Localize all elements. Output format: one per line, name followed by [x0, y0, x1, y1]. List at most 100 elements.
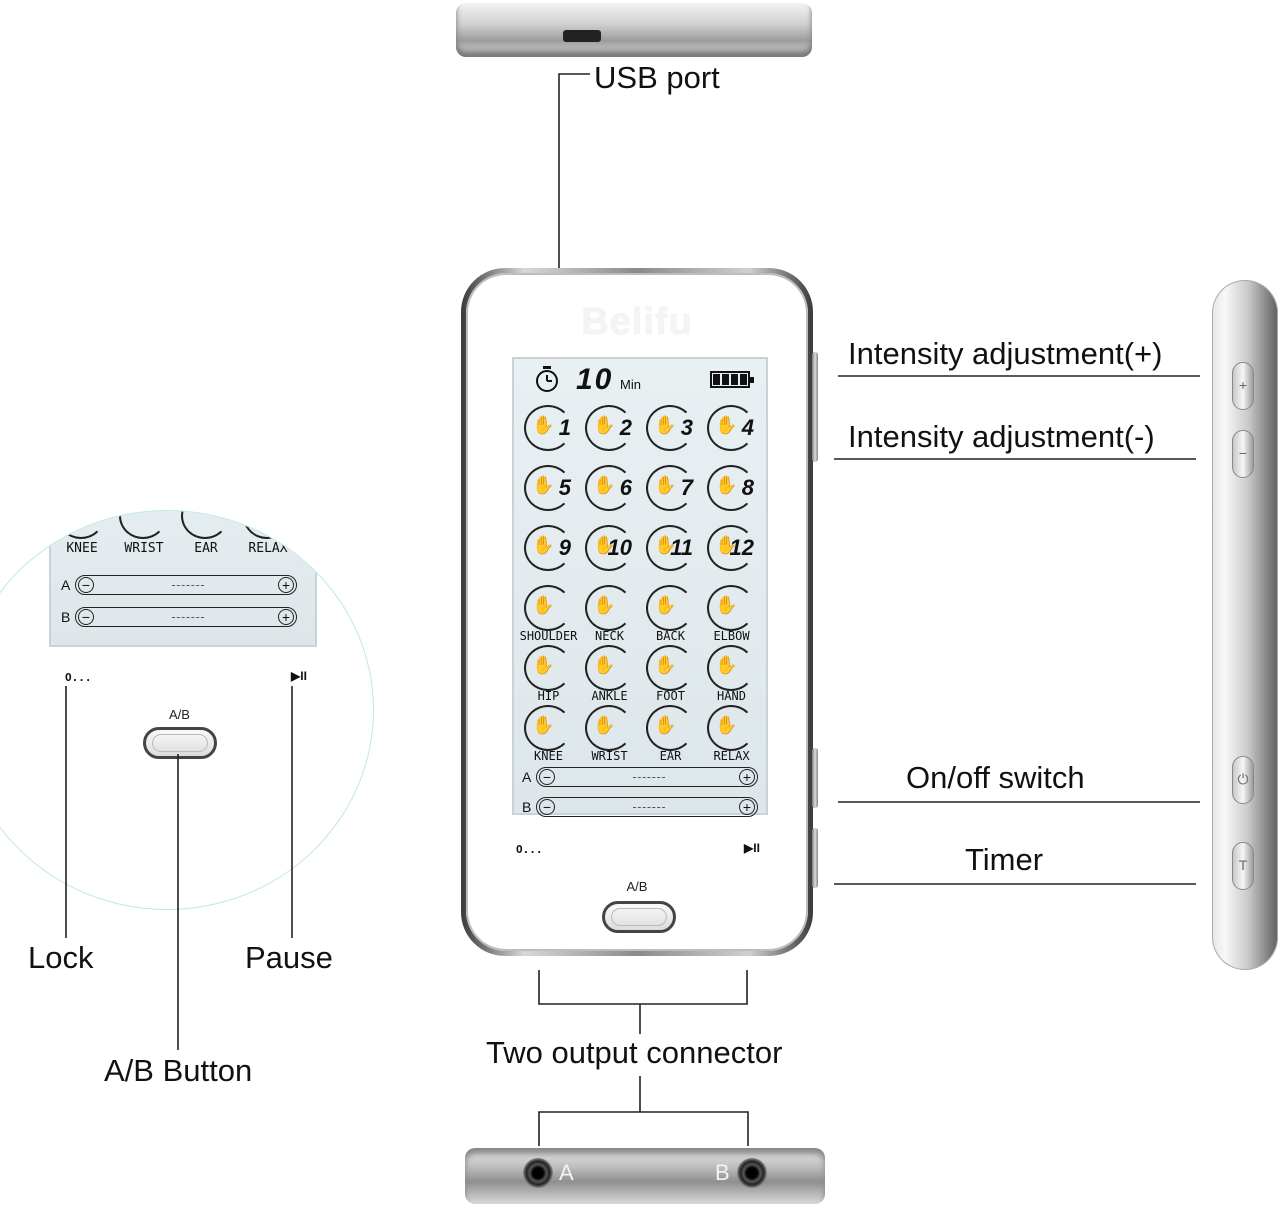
body-figure-icon: ✋ [593, 535, 616, 555]
program-button[interactable]: ✋2 [579, 403, 640, 463]
program-ring [585, 405, 633, 451]
callout-on-off: On/off switch [906, 760, 1085, 795]
program-number: 10 [607, 535, 632, 560]
zoom-channel-b[interactable]: B − + [61, 607, 301, 629]
zoom-lock-icon: O... [65, 671, 92, 684]
program-ring [646, 405, 694, 451]
side-minus-button[interactable]: − [1232, 430, 1254, 478]
ab-label: A/B [626, 879, 648, 894]
play-pause-icon[interactable]: ▶II [744, 841, 760, 855]
device-bottom-view: A B [465, 1148, 825, 1204]
program-number: 4 [741, 415, 754, 440]
zoom-ab-button[interactable] [143, 727, 217, 759]
program-button[interactable]: ✋10 [579, 523, 640, 583]
program-ring [707, 465, 755, 511]
channel-b-plus[interactable]: + [739, 799, 755, 815]
program-ring [646, 525, 694, 571]
program-button[interactable]: ✋4 [701, 403, 762, 463]
body-figure-icon: ✋ [532, 715, 555, 735]
zoom-program-relax[interactable]: RELAX [237, 511, 299, 556]
program-button[interactable]: ✋8 [701, 463, 762, 523]
side-power-button[interactable]: ⏻ [1232, 756, 1254, 804]
program-ring [585, 585, 633, 631]
callout-intensity-minus: Intensity adjustment(-) [848, 419, 1155, 454]
body-figure-icon: ✋ [654, 535, 677, 555]
program-number: 5 [558, 475, 571, 500]
channel-b-minus[interactable]: − [539, 799, 555, 815]
power-side-button[interactable] [812, 748, 818, 808]
program-ring [585, 705, 633, 751]
zoom-screen: KNEE WRIST EAR RELAX A − [49, 511, 317, 647]
intensity-side-button[interactable] [812, 352, 818, 462]
program-button[interactable]: ✋3 [640, 403, 701, 463]
program-ring [585, 525, 633, 571]
callout-intensity-plus: Intensity adjustment(+) [848, 336, 1163, 371]
body-figure-icon: ✋ [715, 475, 738, 495]
callout-pause: Pause [245, 940, 333, 975]
program-button[interactable]: ✋7 [640, 463, 701, 523]
program-button[interactable]: ✋9 [518, 523, 579, 583]
program-button[interactable]: ✋HIP [518, 643, 579, 703]
program-ring [646, 705, 694, 751]
program-ring [707, 405, 755, 451]
stopwatch-icon [536, 366, 558, 392]
program-ring [646, 465, 694, 511]
program-button[interactable]: ✋KNEE [518, 703, 579, 763]
program-label: HIP [537, 689, 560, 703]
side-plus-button[interactable]: + [1232, 362, 1254, 410]
device-side-view: + − ⏻ T [1212, 280, 1278, 970]
body-figure-icon: ✋ [532, 535, 555, 555]
channel-a-plus[interactable]: + [739, 769, 755, 785]
lcd-screen: 10 Min ✋1✋2✋3✋4✋5✋6✋7✋8✋9✋10✋11✋12✋SHOUL… [512, 357, 768, 817]
body-figure-icon: ✋ [715, 655, 738, 675]
program-button[interactable]: ✋SHOULDER [518, 583, 579, 643]
zoom-content: KNEE WRIST EAR RELAX A − [5, 511, 323, 801]
program-label: ELBOW [713, 629, 750, 643]
zoom-program-knee[interactable]: KNEE [51, 511, 113, 556]
body-figure-icon: ✋ [654, 595, 677, 615]
program-grid: ✋1✋2✋3✋4✋5✋6✋7✋8✋9✋10✋11✋12✋SHOULDER✋NEC… [518, 403, 762, 763]
body-figure-icon: ✋ [593, 475, 616, 495]
callout-lock: Lock [28, 940, 94, 975]
zoom-program-ear[interactable]: EAR [175, 511, 237, 556]
program-button[interactable]: ✋12 [701, 523, 762, 583]
program-button[interactable]: ✋WRIST [579, 703, 640, 763]
program-button[interactable]: ✋ANKLE [579, 643, 640, 703]
program-button[interactable]: ✋EAR [640, 703, 701, 763]
program-label: EAR [659, 749, 682, 763]
body-figure-icon: ✋ [715, 715, 738, 735]
program-button[interactable]: ✋6 [579, 463, 640, 523]
program-number: 8 [741, 475, 754, 500]
device-top-view [456, 3, 812, 57]
timer-side-button[interactable] [812, 828, 818, 888]
program-button[interactable]: ✋ RELAX [701, 703, 762, 763]
program-button[interactable]: ✋1 [518, 403, 579, 463]
program-button[interactable]: ✋5 [518, 463, 579, 523]
program-button[interactable]: ✋FOOT [640, 643, 701, 703]
usb-port-icon [563, 30, 601, 42]
program-button[interactable]: ✋11 [640, 523, 701, 583]
zoom-program-wrist[interactable]: WRIST [113, 511, 175, 556]
program-ring [524, 645, 572, 691]
timer-row: 10 Min [520, 363, 760, 397]
program-button[interactable]: ✋HAND [701, 643, 762, 703]
program-label: RELAX [713, 749, 750, 763]
program-label: BACK [656, 629, 685, 643]
jack-b-label: B [715, 1160, 730, 1185]
program-label: FOOT [656, 689, 685, 703]
channel-a-slider[interactable]: A − + [522, 767, 762, 789]
channel-a-minus[interactable]: − [539, 769, 555, 785]
program-label: SHOULDER [519, 629, 578, 643]
zoom-channel-a[interactable]: A − + [61, 575, 301, 597]
program-ring [646, 585, 694, 631]
lock-icon[interactable]: O... [516, 843, 543, 856]
program-button[interactable]: ✋ BACK [640, 583, 701, 643]
program-ring [524, 525, 572, 571]
side-timer-button[interactable]: T [1232, 842, 1254, 890]
program-button[interactable]: ✋NECK [579, 583, 640, 643]
program-button[interactable]: ✋ELBOW [701, 583, 762, 643]
body-figure-icon: ✋ [715, 415, 738, 435]
channel-b-slider[interactable]: B − + [522, 797, 762, 819]
ab-button[interactable] [602, 901, 676, 933]
